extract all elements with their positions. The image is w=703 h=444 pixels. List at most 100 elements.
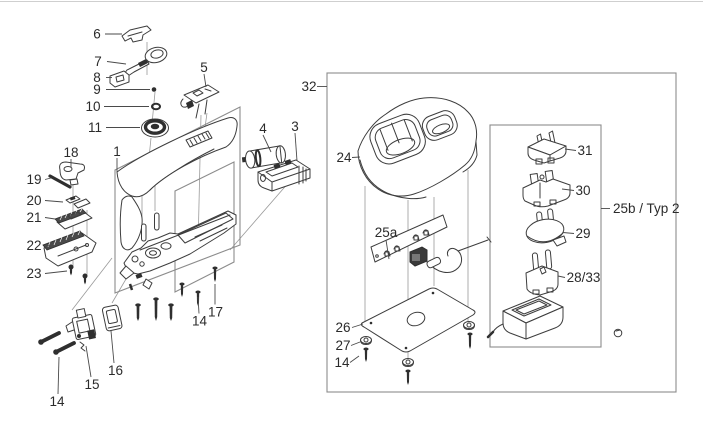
svg-text:8: 8 (93, 70, 101, 85)
part-label-19: 19 (26, 172, 52, 187)
clipper-well (369, 113, 426, 165)
part-label-14-center: 14 (192, 296, 208, 329)
small-screw-top-view (613, 328, 623, 338)
svg-text:15: 15 (84, 377, 99, 392)
part-label-25b-typ2: 25b / Typ 2 (601, 201, 680, 216)
part-23-screws (68, 264, 88, 285)
part-label-20: 20 (26, 193, 64, 208)
part-20-blade-guide (65, 195, 91, 209)
part-label-15: 15 (84, 345, 100, 392)
svg-text:22: 22 (26, 238, 41, 253)
part-label-31: 31 (564, 143, 593, 158)
part-14-screws-left (38, 331, 76, 355)
adapter-group-box (489, 124, 602, 348)
part-19-pin (48, 174, 72, 189)
svg-text:25b / Typ 2: 25b / Typ 2 (613, 201, 680, 216)
part-label-23: 23 (26, 266, 68, 281)
part-5-pcb-module (180, 84, 220, 119)
part-label-25a: 25a (375, 225, 398, 260)
svg-text:27: 27 (335, 338, 350, 353)
svg-text:23: 23 (26, 266, 41, 281)
svg-text:1: 1 (113, 144, 121, 159)
svg-text:5: 5 (200, 60, 208, 75)
svg-text:29: 29 (575, 226, 590, 241)
stand-projection-lines (364, 170, 469, 358)
svg-text:28/33: 28/33 (567, 270, 601, 285)
svg-text:18: 18 (63, 145, 78, 160)
svg-text:10: 10 (85, 99, 100, 114)
charger-group-box (326, 72, 677, 393)
svg-text:3: 3 (291, 119, 299, 134)
part-label-27: 27 (335, 338, 361, 353)
part-label-18: 18 (63, 145, 79, 167)
part-label-16: 16 (108, 330, 123, 378)
part-18-clip (59, 161, 85, 186)
part-label-5: 5 (200, 60, 208, 88)
svg-text:14: 14 (334, 355, 350, 370)
svg-text:11: 11 (88, 120, 102, 135)
part-label-22: 22 (26, 238, 52, 253)
part-4-motor (241, 145, 286, 169)
spring-pin (154, 212, 160, 231)
part-label-21: 21 (26, 210, 56, 225)
svg-text:19: 19 (26, 172, 41, 187)
part-label-17: 17 (208, 284, 223, 320)
part-21-upper-blade (54, 208, 93, 230)
part-label-14-right: 14 (334, 355, 360, 370)
part-label-4: 4 (259, 121, 272, 153)
chassis-screws (135, 266, 218, 321)
clipper-exploded-assembly (38, 25, 311, 355)
part-label-1: 1 (113, 144, 121, 172)
part-label-29: 29 (562, 226, 591, 241)
part-label-9: 9 (93, 82, 150, 97)
part-10-washer (151, 102, 161, 111)
svg-text:14: 14 (192, 314, 208, 329)
svg-text:25a: 25a (375, 225, 398, 240)
part-11-drive-wheel (141, 118, 169, 138)
spring-pin (141, 223, 147, 242)
part-29-plug-adapter (525, 208, 567, 247)
part-15-switch (65, 308, 97, 352)
part-31-plug-adapter (527, 130, 567, 165)
charger-assembly (326, 72, 677, 393)
part-label-7: 7 (94, 54, 127, 69)
part-label-28-33: 28/33 (557, 270, 601, 285)
part-6-bracket (121, 25, 152, 43)
power-cable (426, 236, 492, 274)
part-label-26: 26 (335, 320, 364, 335)
part-26-base-plate (360, 287, 476, 353)
svg-text:20: 20 (26, 193, 41, 208)
svg-text:17: 17 (208, 305, 223, 320)
svg-text:9: 9 (93, 82, 101, 97)
part-25a-pcb (370, 214, 492, 274)
accessory-well (421, 110, 458, 141)
svg-text:31: 31 (577, 143, 592, 158)
svg-text:32: 32 (301, 79, 316, 94)
part-label-10: 10 (85, 99, 149, 114)
chassis-assembly (119, 210, 237, 291)
part-14-screws-right (363, 332, 473, 385)
construction-box-outer (114, 106, 241, 294)
part-label-30: 30 (561, 183, 591, 198)
svg-text:6: 6 (93, 27, 101, 42)
svg-text:21: 21 (26, 210, 41, 225)
part-label-14-left: 14 (49, 356, 65, 409)
part-28-33-plug-adapter (525, 249, 559, 296)
part-label-24: 24 (336, 150, 361, 165)
part-22-bottom-blade (42, 230, 97, 267)
svg-text:4: 4 (259, 121, 267, 136)
part-30-plug-adapter (522, 170, 571, 208)
svg-text:30: 30 (575, 183, 590, 198)
grip-hatch (189, 132, 210, 146)
svg-text:14: 14 (49, 394, 65, 409)
svg-text:16: 16 (108, 363, 123, 378)
part-label-11: 11 (88, 120, 140, 135)
svg-text:7: 7 (94, 54, 102, 69)
part-label-6: 6 (93, 27, 122, 42)
part-label-8: 8 (93, 70, 112, 85)
part-1-housing-cover (116, 117, 238, 251)
part-3-battery-pack (257, 159, 311, 192)
part-7-lever (123, 46, 168, 77)
